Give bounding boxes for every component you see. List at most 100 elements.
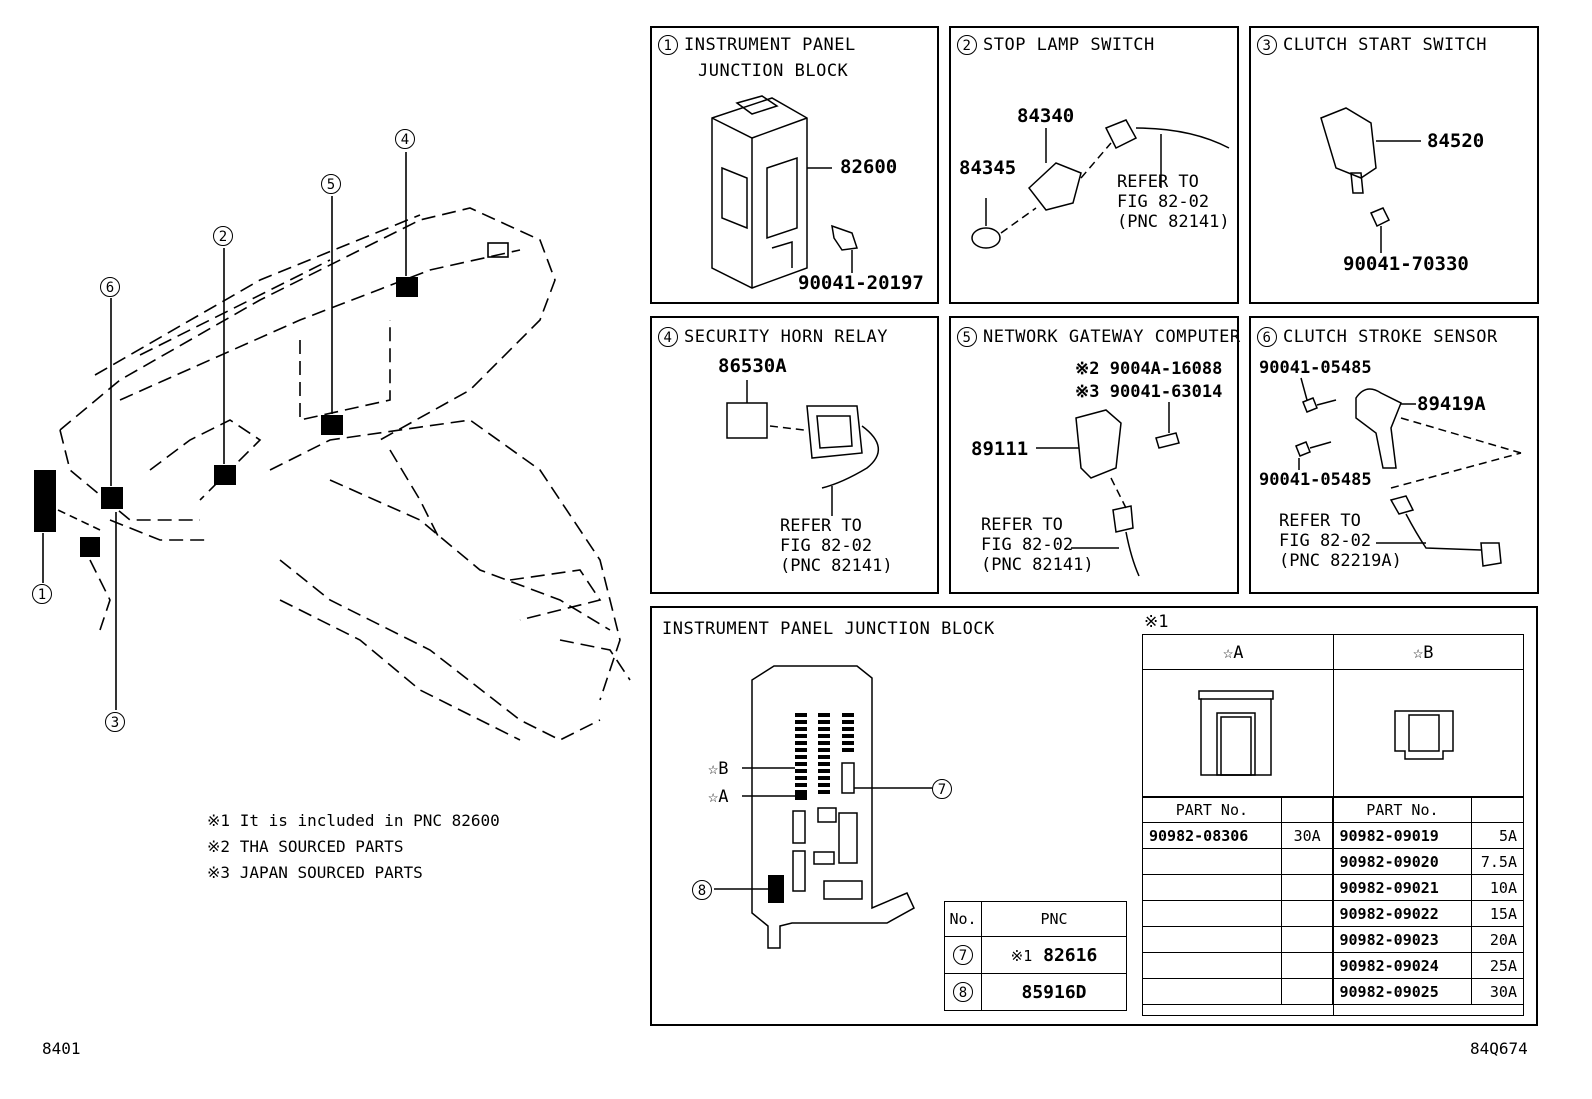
pnc-row-no: 7 <box>944 936 982 974</box>
pnc-table-row: 8 85916D <box>944 973 1127 1011</box>
fuse-part-b: 90982-09019 <box>1332 822 1473 849</box>
table-row: 90982-09022 15A <box>1142 900 1524 927</box>
star-a-label: ☆A <box>708 787 729 807</box>
fuse-part-b: 90982-09021 <box>1332 874 1473 901</box>
fuse-header-part-a: PART No. <box>1142 796 1282 823</box>
fuse-part-b: 90982-09024 <box>1332 952 1473 979</box>
sourced-part-2: ※2 9004A-16088 <box>1075 359 1223 379</box>
note-1: ※1 It is included in PNC 82600 <box>207 811 500 830</box>
clutch-start-switch-drawing <box>1320 107 1421 253</box>
fuse-amp-b: 20A <box>1471 926 1524 953</box>
callout-1: 1 <box>32 583 58 604</box>
part-90041-05485-top: 90041-05485 <box>1259 358 1372 378</box>
pnc-table: No. PNC 7 ※1 82616 8 85916D <box>944 901 1127 1011</box>
junction-block-drawing <box>711 95 858 289</box>
pnc-table-header: No. PNC <box>944 901 1127 937</box>
star-b-label: ☆B <box>708 759 729 779</box>
part-84345: 84345 <box>959 157 1017 179</box>
junction-board-drawing <box>714 665 932 949</box>
fuse-part-b: 90982-09022 <box>1332 900 1473 927</box>
fuse-parts-table: PART No. PART No. 90982-08306 30A 90982-… <box>1142 796 1524 1005</box>
part-84520: 84520 <box>1427 130 1485 152</box>
footer-left: 8401 <box>42 1039 81 1058</box>
pnc-table-row: 7 ※1 82616 <box>944 936 1127 974</box>
part-90041-05485-bottom: 90041-05485 <box>1259 470 1372 490</box>
note-2: ※2 THA SOURCED PARTS <box>207 837 404 856</box>
callout-5: 5 <box>321 173 347 194</box>
part-86530a: 86530A <box>718 355 787 377</box>
callout-8: 8 <box>692 879 718 900</box>
stroke-sensor-drawing <box>1295 377 1522 567</box>
fuse-drawings <box>1198 690 1454 776</box>
note-3: ※3 JAPAN SOURCED PARTS <box>207 863 423 882</box>
marker-3 <box>80 537 100 557</box>
callout-7: 7 <box>932 778 958 799</box>
pnc-header-no: No. <box>944 901 982 937</box>
junction-title: INSTRUMENT PANEL JUNCTION BLOCK <box>662 619 995 639</box>
part-90041-70330: 90041-70330 <box>1343 253 1469 275</box>
marker-6 <box>101 487 123 509</box>
fuse-amp-b: 15A <box>1471 900 1524 927</box>
marker-2 <box>214 465 236 485</box>
part-90041-20197: 90041-20197 <box>798 272 924 294</box>
fuse-amp-b: 30A <box>1471 978 1524 1005</box>
table-row: 90982-09021 10A <box>1142 874 1524 901</box>
pnc-row-value: 85916D <box>981 973 1127 1011</box>
fuse-amp-b: 7.5A <box>1471 848 1524 875</box>
footer-right: 84Q674 <box>1470 1039 1528 1058</box>
callout-6: 6 <box>100 276 126 297</box>
fuse-amp-a: 30A <box>1280 822 1334 849</box>
part-89419a: 89419A <box>1417 393 1486 415</box>
table-row: 90982-09025 30A <box>1142 978 1524 1005</box>
table-row: 90982-09023 20A <box>1142 926 1524 953</box>
pnc-row-value: ※1 82616 <box>981 936 1127 974</box>
sourced-part-3: ※3 90041-63014 <box>1075 382 1223 402</box>
fuse-part-a: 90982-08306 <box>1142 822 1282 849</box>
fuse-table-mark: ※1 <box>1144 612 1169 632</box>
callout-3: 3 <box>105 711 131 732</box>
marker-5 <box>321 415 343 435</box>
fuse-amp-b: 5A <box>1471 822 1524 849</box>
marker-4 <box>396 277 418 297</box>
pnc-header-pnc: PNC <box>981 901 1127 937</box>
fuse-part-b: 90982-09020 <box>1332 848 1473 875</box>
horn-relay-drawing <box>726 380 879 516</box>
callout-4: 4 <box>395 128 421 149</box>
fuse-amp-b: 10A <box>1471 874 1524 901</box>
gateway-computer-drawing <box>1036 402 1180 577</box>
dashboard-drawing <box>34 152 631 741</box>
fuse-amp-b: 25A <box>1471 952 1524 979</box>
table-row: 90982-09020 7.5A <box>1142 848 1524 875</box>
stop-lamp-switch-drawing <box>971 119 1230 249</box>
fuse-col-a: ☆A <box>1223 643 1244 663</box>
panel-title-line2: JUNCTION BLOCK <box>698 61 849 81</box>
panel-junction-block-detail: INSTRUMENT PANEL JUNCTION BLOCK <box>650 606 1538 1026</box>
pnc-row-no: 8 <box>944 973 982 1011</box>
table-row: 90982-09024 25A <box>1142 952 1524 979</box>
part-84340: 84340 <box>1017 105 1075 127</box>
part-89111: 89111 <box>971 438 1029 460</box>
part-82600: 82600 <box>840 156 898 178</box>
table-row: 90982-08306 30A 90982-09019 5A <box>1142 822 1524 849</box>
fuse-col-b: ☆B <box>1413 643 1434 663</box>
fuse-header-row: PART No. PART No. <box>1142 796 1524 823</box>
callout-2: 2 <box>213 225 239 246</box>
fuse-part-b: 90982-09025 <box>1332 978 1473 1005</box>
fuse-header-part-b: PART No. <box>1332 796 1473 823</box>
